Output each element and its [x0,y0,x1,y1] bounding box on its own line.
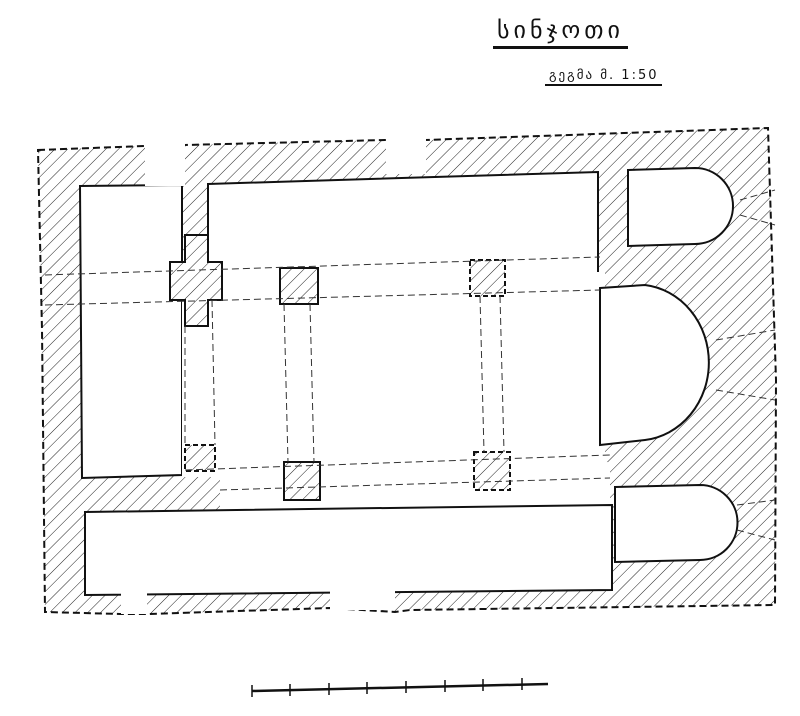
plan-scale-label: გეგმა მ. 1:50 [545,68,663,86]
pier-north-2 [469,259,506,297]
dashed-lines [44,189,776,541]
scale-bar [251,678,549,697]
scale-bar-line [251,682,549,693]
nave [182,272,605,477]
south-aisle [84,503,613,597]
south-apse [614,483,739,564]
pier-south-2 [473,451,511,491]
narthex [78,183,183,480]
interior-spaces [78,138,739,614]
pier-south-1 [283,461,321,501]
main-apse [599,283,710,447]
plan-title: სინჯოთი [493,16,628,49]
north-door-east [386,138,426,174]
north-door-west [145,144,185,186]
piers [169,234,511,501]
south-door-west [121,592,147,614]
north-apse [627,166,734,248]
cross-pier-west [169,234,223,327]
south-door-east [330,588,395,610]
pier-small [184,444,216,472]
